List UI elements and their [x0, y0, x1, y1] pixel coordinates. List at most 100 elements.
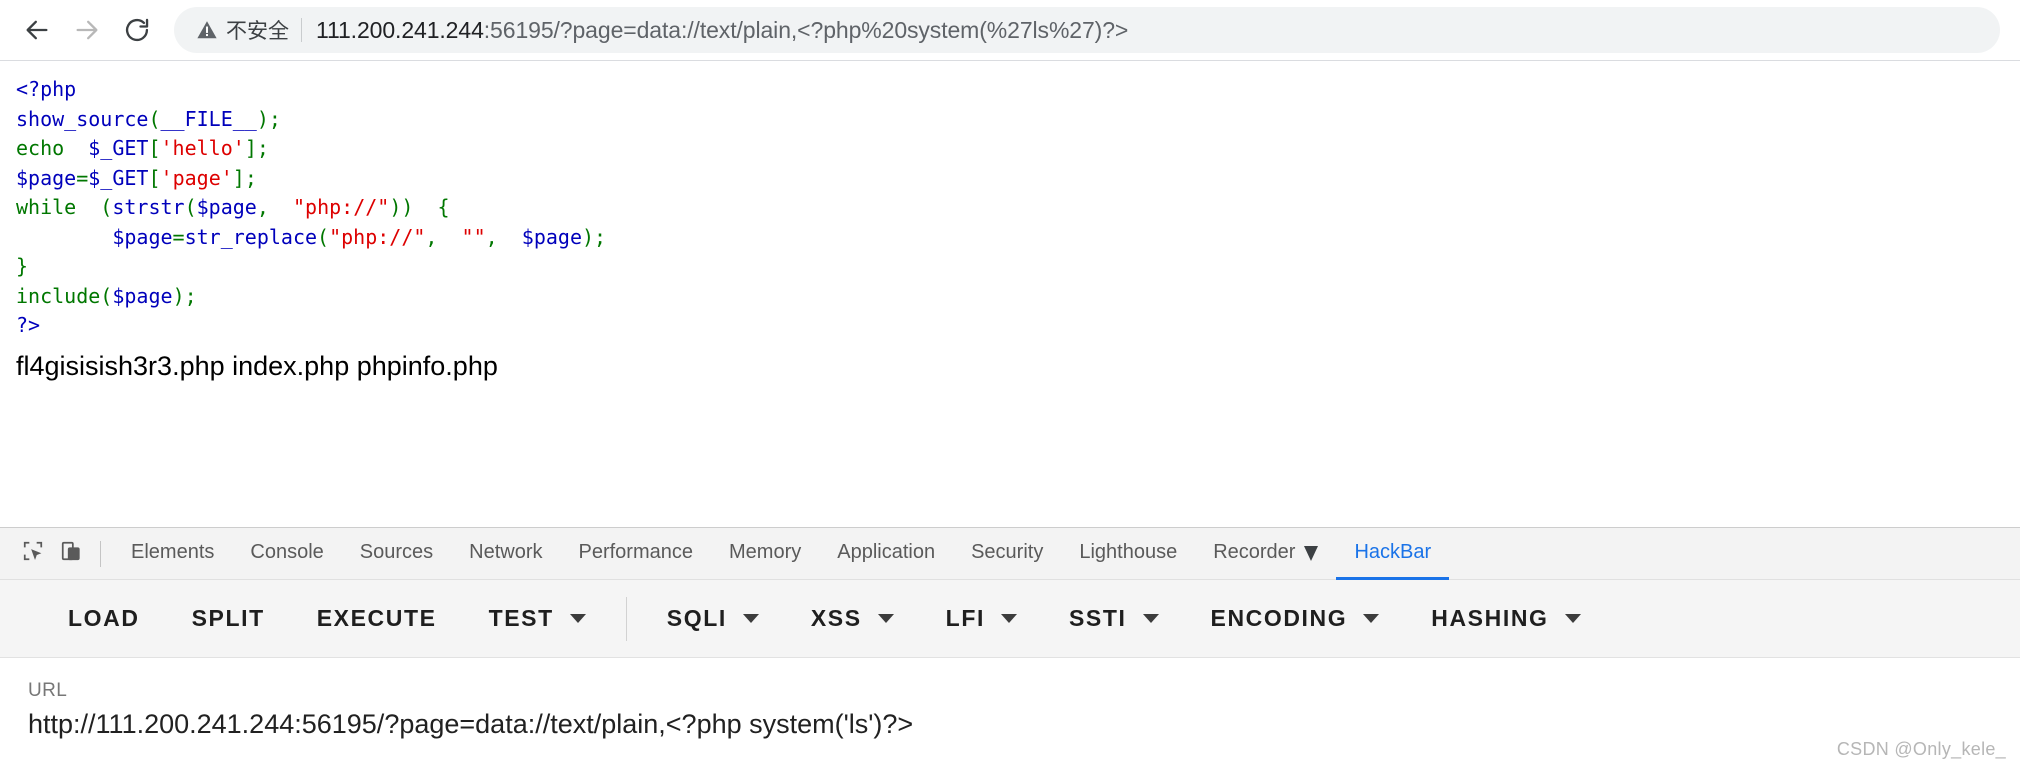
- arrow-left-icon: [23, 16, 51, 44]
- back-button[interactable]: [14, 7, 60, 53]
- hackbar-toolbar: LOAD SPLIT EXECUTE TEST SQLI XSS LFI SSTI ENCODI…: [0, 580, 2020, 658]
- code-token: "": [449, 224, 486, 249]
- hackbar-ssti-button[interactable]: SSTI: [1043, 591, 1185, 647]
- devtools-tab-label: Sources: [359, 540, 434, 563]
- hackbar-button-label: XSS: [810, 605, 862, 631]
- code-token: strstr: [112, 195, 185, 219]
- devtools-tab-label: Performance: [578, 540, 694, 563]
- hackbar-load-button[interactable]: LOAD: [42, 591, 166, 647]
- forward-button[interactable]: [64, 7, 110, 53]
- inspect-element-icon: [22, 540, 44, 567]
- devtools-tab-lighthouse[interactable]: Lighthouse: [1061, 528, 1195, 580]
- chevron-down-icon: [569, 614, 586, 623]
- browser-toolbar: 不安全 111.200.241.244:56195/?page=data://t…: [0, 0, 2020, 60]
- devtools-tab-label: Console: [250, 540, 324, 563]
- hackbar-toolbar-divider: [625, 596, 627, 641]
- devtools-tab-network[interactable]: Network: [451, 528, 560, 580]
- code-token: ,: [256, 195, 281, 219]
- devtools-tab-memory[interactable]: Memory: [711, 528, 819, 580]
- url-path: :56195/?page=data://text/plain,<?php%20s…: [483, 16, 1129, 43]
- code-token: {: [425, 195, 450, 219]
- hackbar-hashing-button[interactable]: HASHING: [1405, 591, 1606, 647]
- devtools-tab-performance[interactable]: Performance: [561, 528, 712, 580]
- devtools-tab-label: Application: [837, 540, 936, 563]
- code-token: =: [172, 224, 185, 249]
- address-bar[interactable]: 不安全 111.200.241.244:56195/?page=data://t…: [174, 7, 2000, 53]
- hackbar-button-label: TEST: [488, 605, 554, 631]
- code-token: ;: [244, 165, 257, 190]
- hackbar-test-button[interactable]: TEST: [463, 591, 612, 647]
- device-toolbar-button[interactable]: [52, 535, 90, 573]
- code-token: ]: [232, 165, 245, 190]
- page-content: <?php show_source(__FILE__); echo $_GET[…: [0, 61, 2020, 528]
- devtools-tab-recorder[interactable]: Recorder: [1195, 528, 1336, 580]
- code-token: [: [148, 136, 161, 160]
- code-token: (: [148, 106, 161, 131]
- chevron-down-icon: [1564, 614, 1581, 623]
- hackbar-execute-button[interactable]: EXECUTE: [291, 591, 463, 647]
- hackbar-xss-button[interactable]: XSS: [785, 591, 920, 647]
- watermark: CSDN @Only_kele_: [1836, 739, 2006, 759]
- warning-triangle-icon[interactable]: [196, 19, 218, 41]
- hackbar-button-label: EXECUTE: [316, 605, 437, 631]
- reload-icon: [123, 16, 151, 44]
- hackbar-button-label: SQLI: [666, 605, 727, 631]
- php-source-listing: <?php show_source(__FILE__); echo $_GET[…: [16, 75, 2004, 341]
- chevron-down-icon: [742, 614, 759, 623]
- code-token: ,: [485, 224, 510, 249]
- devtools-tab-hackbar[interactable]: HackBar: [1336, 528, 1450, 580]
- code-token: "php://": [280, 195, 390, 219]
- code-token: ): [581, 224, 595, 249]
- chevron-down-icon: [1363, 614, 1380, 623]
- devtools-tab-console[interactable]: Console: [232, 528, 341, 580]
- chevron-down-icon: [1142, 614, 1159, 623]
- code-token: ): [256, 106, 269, 131]
- hackbar-button-label: LOAD: [68, 605, 140, 631]
- code-token: ): [172, 283, 185, 308]
- code-token: $_GET: [76, 136, 149, 160]
- code-token: (: [184, 195, 197, 219]
- devtools-tab-security[interactable]: Security: [953, 528, 1061, 580]
- code-token: ;: [594, 224, 607, 249]
- hackbar-split-button[interactable]: SPLIT: [166, 591, 291, 647]
- code-token: __FILE__: [160, 106, 257, 131]
- experimental-flask-icon: [1304, 545, 1319, 561]
- devtools-tab-sources[interactable]: Sources: [342, 528, 451, 580]
- code-token: ;: [256, 136, 269, 160]
- devtools-tab-application[interactable]: Application: [819, 528, 953, 580]
- devtools-tab-label: HackBar: [1354, 540, 1432, 563]
- code-token: (: [100, 283, 113, 308]
- code-token: $page: [112, 283, 173, 308]
- devtools-tab-elements[interactable]: Elements: [113, 528, 232, 580]
- devtools-tab-list: Elements Console Sources Network Performance…: [113, 528, 1450, 580]
- code-token: (: [88, 195, 113, 219]
- code-token: show_source: [16, 106, 149, 131]
- code-token: }: [16, 254, 29, 278]
- code-token: ;: [184, 283, 197, 308]
- hackbar-sqli-button[interactable]: SQLI: [641, 591, 785, 647]
- command-output-text: fl4gisisish3r3.php index.php phpinfo.php: [16, 350, 498, 381]
- hackbar-encoding-button[interactable]: ENCODING: [1185, 591, 1406, 647]
- chevron-down-icon: [1000, 614, 1017, 623]
- code-token: <?php: [16, 77, 77, 101]
- chevron-down-icon: [877, 614, 894, 623]
- reload-button[interactable]: [114, 7, 160, 53]
- omnibox-divider: [301, 18, 302, 42]
- code-token: ,: [425, 224, 450, 249]
- code-token: ]: [244, 136, 257, 160]
- devtools-tab-label: Elements: [131, 540, 215, 563]
- code-token: )): [389, 195, 426, 219]
- devtools-tab-label: Recorder: [1213, 540, 1296, 563]
- url-input[interactable]: http://111.200.241.244:56195/?page=data:…: [28, 709, 914, 739]
- devtools-toolbar-divider: [100, 540, 101, 567]
- hackbar-button-label: SSTI: [1068, 605, 1127, 631]
- devtools-tab-label: Security: [971, 540, 1044, 563]
- hackbar-lfi-button[interactable]: LFI: [920, 591, 1043, 647]
- code-token: 'page': [160, 165, 233, 190]
- code-token: ?>: [16, 313, 41, 337]
- code-token: [16, 225, 112, 249]
- inspect-element-button[interactable]: [14, 535, 52, 573]
- code-token: include: [16, 283, 101, 308]
- hackbar-button-label: SPLIT: [191, 605, 265, 631]
- code-token: 'hello': [160, 136, 245, 160]
